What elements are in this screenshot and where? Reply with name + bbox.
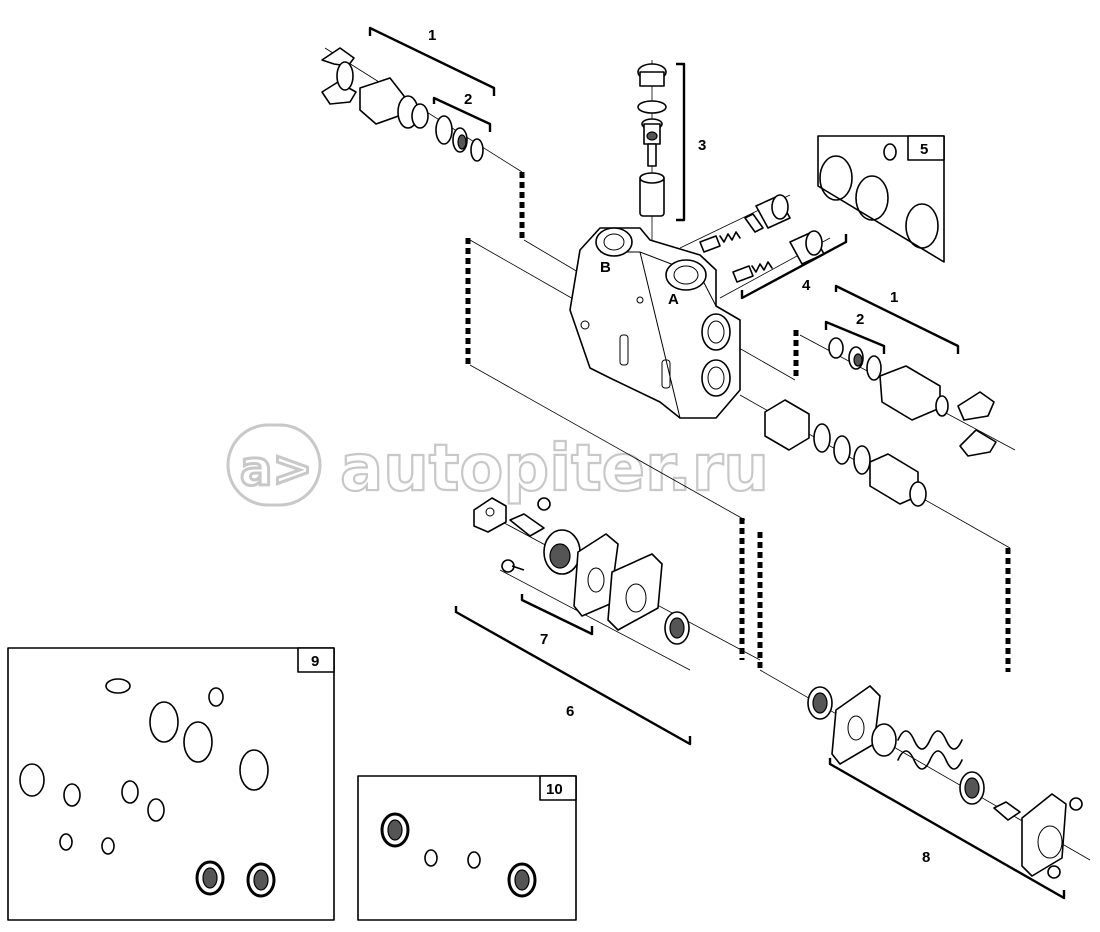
spool — [764, 399, 927, 507]
watermark-text: autopiter.ru — [340, 432, 769, 506]
relief-valve-assembly-left — [321, 47, 484, 162]
callout-labels: 1 2 3 4 1 2 6 7 8 — [428, 27, 930, 866]
kit-box-9: 9 — [7, 647, 335, 921]
dashed-frames — [465, 172, 1011, 672]
callout-1-right: 1 — [890, 289, 898, 306]
kit-box-10: 10 — [357, 775, 577, 921]
svg-text:a>: a> — [240, 441, 313, 497]
spring-end-cover-assembly — [807, 685, 1083, 879]
spool-end-cap-assembly — [473, 497, 690, 645]
callout-1-left: 1 — [428, 27, 436, 44]
check-valve-parts-4 — [699, 194, 825, 283]
valve-body: B A — [569, 227, 741, 419]
kit-box-5-label: 5 — [920, 141, 928, 158]
watermark: a> autopiter.ru — [226, 423, 770, 507]
callout-7: 7 — [540, 631, 548, 648]
relief-valve-assembly-right — [828, 337, 997, 457]
port-a-label: A — [668, 291, 679, 308]
valve-stack-3 — [637, 63, 667, 217]
callout-2-left: 2 — [464, 91, 472, 108]
callout-6: 6 — [566, 703, 574, 720]
kit-box-5: 5 — [817, 135, 945, 263]
kit-box-10-label: 10 — [546, 781, 563, 798]
brackets — [368, 26, 1066, 900]
callout-8: 8 — [922, 849, 930, 866]
callout-2-right: 2 — [856, 311, 864, 328]
port-b-label: B — [600, 259, 611, 276]
kit-box-9-label: 9 — [311, 653, 319, 670]
callout-4: 4 — [802, 277, 811, 294]
callout-3: 3 — [698, 137, 706, 154]
